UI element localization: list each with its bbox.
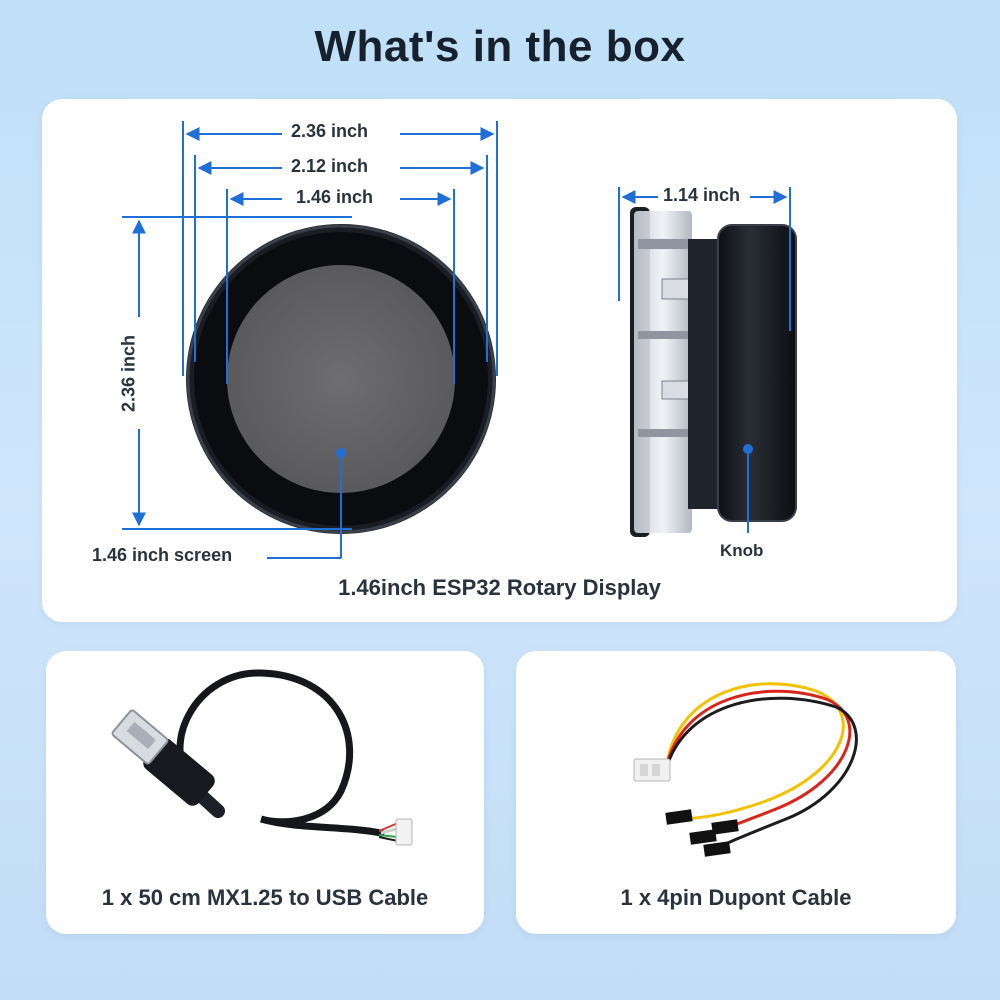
dimension-bezel-width: 2.12 inch — [291, 156, 369, 176]
usb-cable-caption: 1 x 50 cm MX1.25 to USB Cable — [101, 885, 429, 910]
display-caption: 1.46inch ESP32 Rotary Display — [338, 575, 661, 600]
dupont-cable-illustration — [633, 682, 858, 857]
display-screen — [227, 265, 455, 493]
rotary-display-illustration — [122, 121, 797, 559]
dupont-cable-caption: 1 x 4pin Dupont Cable — [620, 885, 852, 910]
display-front-view — [186, 224, 496, 534]
product-card-rotary-display: 2.36 inch 2.12 inch 1.46 inch 2.36 inch … — [42, 99, 957, 622]
dimension-height: 2.36 inch — [118, 334, 139, 413]
dimension-outer-width: 2.36 inch — [291, 121, 369, 141]
product-card-usb-cable: 1 x 50 cm MX1.25 to USB Cable — [46, 651, 484, 934]
dimension-thickness: 1.14 inch — [663, 185, 741, 205]
knob-label: Knob — [720, 541, 764, 560]
screen-size-label: 1.46 inch screen — [92, 545, 233, 565]
page-title: What's in the box — [314, 22, 686, 71]
display-side-view — [630, 207, 797, 537]
dimension-screen-width: 1.46 inch — [296, 187, 374, 207]
product-card-dupont-cable: 1 x 4pin Dupont Cable — [516, 651, 956, 934]
usb-cable-illustration — [111, 669, 413, 846]
side-dimension-lines — [618, 187, 791, 533]
